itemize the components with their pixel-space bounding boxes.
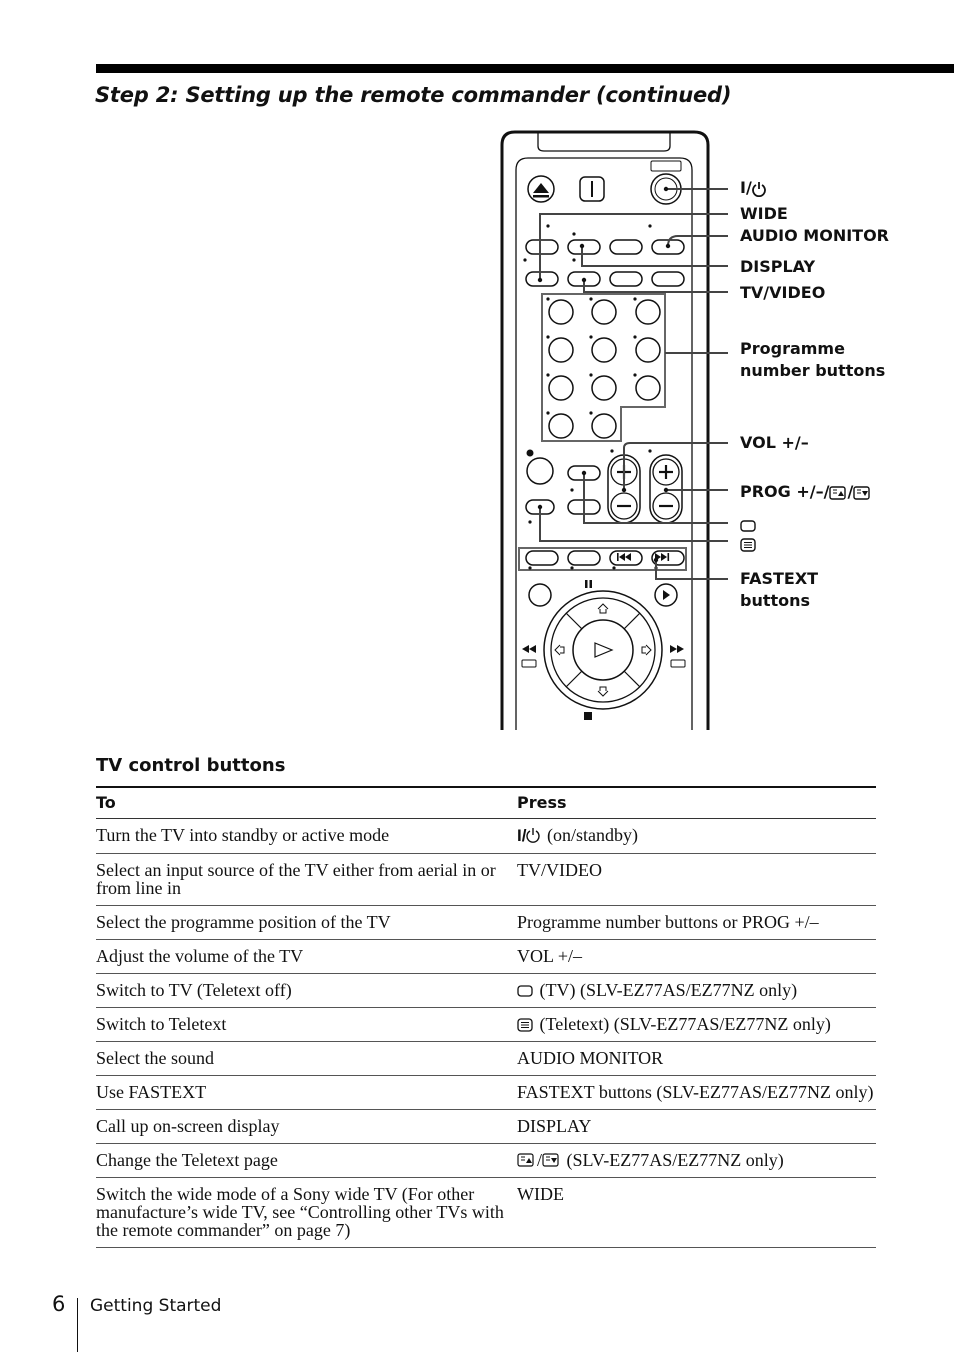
row-to: Call up on-screen display bbox=[96, 1109, 517, 1144]
row-to: Adjust the volume of the TV bbox=[96, 939, 517, 974]
power-standby-icon bbox=[751, 181, 766, 197]
row-to: Switch the wide mode of a Sony wide TV (… bbox=[96, 1177, 517, 1248]
callout-fastext-line1: FASTEXT bbox=[740, 569, 819, 588]
row-press: I/ (on/standby) bbox=[517, 818, 876, 854]
table-row: Select the sound AUDIO MONITOR bbox=[96, 1041, 876, 1076]
table-row: Change the Teletext page / (SLV-EZ77AS/E… bbox=[96, 1143, 876, 1178]
table-row: Switch to Teletext (Teletext) (SLV-EZ77A… bbox=[96, 1007, 876, 1042]
table-row: Switch the wide mode of a Sony wide TV (… bbox=[96, 1177, 876, 1248]
table-row: Turn the TV into standby or active mode … bbox=[96, 818, 876, 854]
row-press: DISPLAY bbox=[517, 1109, 876, 1144]
row-press: Programme number buttons or PROG +/– bbox=[517, 905, 876, 940]
callout-programme-numbers: Programme number buttons bbox=[740, 338, 885, 382]
callout-teletext bbox=[740, 533, 756, 555]
callout-tv-video: TV/VIDEO bbox=[740, 283, 826, 302]
teletext-page-down-icon bbox=[853, 485, 870, 500]
callout-power: I/ bbox=[740, 177, 766, 199]
page-number: 6 bbox=[52, 1292, 66, 1316]
footer-divider bbox=[77, 1298, 78, 1352]
callout-fastext-line2: buttons bbox=[740, 591, 811, 610]
callout-wide: WIDE bbox=[740, 204, 788, 223]
row-press-prefix: I/ bbox=[517, 826, 527, 845]
row-press-text: (on/standby) bbox=[542, 825, 638, 845]
callout-vol: VOL +/– bbox=[740, 433, 809, 452]
teletext-page-down-icon bbox=[542, 1153, 559, 1167]
callout-fastext: FASTEXT buttons bbox=[740, 568, 818, 612]
callout-programme-line2: number buttons bbox=[740, 361, 886, 380]
table-row: Select an input source of the TV either … bbox=[96, 853, 876, 906]
column-header-to: To bbox=[96, 786, 517, 819]
row-to: Select the programme position of the TV bbox=[96, 905, 517, 940]
teletext-page-up-icon bbox=[829, 485, 847, 500]
teletext-icon bbox=[517, 1018, 533, 1032]
remote-commander-illustration bbox=[500, 130, 728, 730]
table-header-row: To Press bbox=[96, 786, 876, 819]
callout-tv bbox=[740, 514, 756, 536]
callout-programme-line1: Programme bbox=[740, 339, 845, 358]
row-to: Turn the TV into standby or active mode bbox=[96, 818, 517, 854]
row-press: VOL +/– bbox=[517, 939, 876, 974]
row-to: Switch to TV (Teletext off) bbox=[96, 973, 517, 1008]
row-press: FASTEXT buttons (SLV-EZ77AS/EZ77NZ only) bbox=[517, 1075, 876, 1110]
tv-icon bbox=[740, 519, 756, 532]
footer-section: Getting Started bbox=[90, 1296, 222, 1316]
table-row: Use FASTEXT FASTEXT buttons (SLV-EZ77AS/… bbox=[96, 1075, 876, 1110]
callout-prog-label: PROG +/–/ bbox=[740, 482, 830, 501]
teletext-page-up-icon bbox=[517, 1153, 534, 1167]
callout-power-label: I/ bbox=[740, 178, 752, 197]
row-to: Select an input source of the TV either … bbox=[96, 853, 517, 906]
teletext-icon bbox=[740, 537, 756, 552]
callout-display: DISPLAY bbox=[740, 257, 816, 276]
tv-control-table: To Press Turn the TV into standby or act… bbox=[96, 786, 876, 1248]
row-to: Change the Teletext page bbox=[96, 1143, 517, 1178]
row-press-text: (SLV-EZ77AS/EZ77NZ only) bbox=[562, 1150, 784, 1170]
row-press-text: (TV) (SLV-EZ77AS/EZ77NZ only) bbox=[535, 980, 798, 1000]
row-to: Select the sound bbox=[96, 1041, 517, 1076]
row-press: WIDE bbox=[517, 1177, 876, 1248]
callout-prog: PROG +/–// bbox=[740, 481, 871, 503]
page-title: Step 2: Setting up the remote commander … bbox=[95, 83, 732, 107]
power-standby-icon bbox=[526, 828, 541, 843]
row-to: Use FASTEXT bbox=[96, 1075, 517, 1110]
row-press-text: (Teletext) (SLV-EZ77AS/EZ77NZ only) bbox=[535, 1014, 831, 1034]
row-press: TV/VIDEO bbox=[517, 853, 876, 906]
column-header-press: Press bbox=[517, 786, 876, 819]
table-row: Switch to TV (Teletext off) (TV) (SLV-EZ… bbox=[96, 973, 876, 1008]
callout-audio-monitor: AUDIO MONITOR bbox=[740, 226, 889, 245]
row-to: Switch to Teletext bbox=[96, 1007, 517, 1042]
table-row: Adjust the volume of the TV VOL +/– bbox=[96, 939, 876, 974]
header-rule bbox=[96, 64, 954, 73]
section-title: TV control buttons bbox=[96, 755, 286, 776]
row-press: AUDIO MONITOR bbox=[517, 1041, 876, 1076]
row-press: / (SLV-EZ77AS/EZ77NZ only) bbox=[517, 1143, 876, 1178]
table-row: Call up on-screen display DISPLAY bbox=[96, 1109, 876, 1144]
tv-icon bbox=[517, 985, 533, 997]
table-row: Select the programme position of the TV … bbox=[96, 905, 876, 940]
row-press: (Teletext) (SLV-EZ77AS/EZ77NZ only) bbox=[517, 1007, 876, 1042]
row-press: (TV) (SLV-EZ77AS/EZ77NZ only) bbox=[517, 973, 876, 1008]
